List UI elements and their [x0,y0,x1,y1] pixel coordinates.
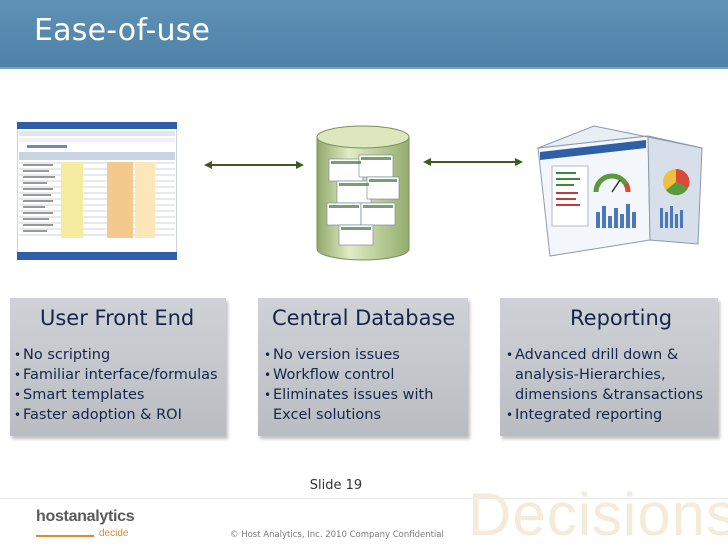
list-item: •Eliminates issues with [264,387,434,403]
bullet-icon: • [14,348,22,362]
copyright-notice: © Host Analytics, Inc. 2010 Company Conf… [230,530,444,540]
list-item: dimensions &transactions [515,387,704,403]
list-item: •No version issues [264,347,400,363]
slide-title: Ease-of-use [34,13,211,48]
bullet-icon: • [506,348,514,362]
bullet-icon: • [264,348,272,362]
bullet-icon: • [14,408,22,422]
logo-tagline: decide [99,528,129,539]
panel-title: User Front End [40,306,195,330]
bullet-icon: • [264,388,272,402]
slide-number: Slide 19 [309,478,363,493]
decisions-watermark: Decisions [468,481,728,548]
list-item: •No scripting [14,347,111,363]
bullet-icon: • [506,408,514,422]
bullet-icon: • [264,368,272,382]
double-arrow-icon [204,161,304,169]
list-item: analysis-Hierarchies, [515,367,666,383]
company-logo: hostanalytics [36,508,135,525]
bullet-list: •Advanced drill down & analysis-Hierarch… [506,345,703,425]
panel-title: Central Database [272,306,456,330]
spreadsheet-screenshot-icon [17,122,177,260]
reporting-panel: Reporting •Advanced drill down & analysi… [500,298,718,436]
list-item: •Faster adoption & ROI [14,407,182,423]
list-item: •Advanced drill down & [506,347,679,363]
dashboard-cube-icon [537,125,703,257]
logo-underline [36,535,94,537]
list-item: Excel solutions [273,407,381,423]
list-item: •Smart templates [14,387,145,403]
title-bar: Ease-of-use [0,0,728,69]
central-database-panel: Central Database •No version issues •Wor… [258,298,468,436]
list-item: •Integrated reporting [506,407,663,423]
list-item: •Familiar interface/formulas [14,367,218,383]
bullet-list: •No scripting •Familiar interface/formul… [14,345,218,425]
user-front-end-panel: User Front End •No scripting •Familiar i… [10,298,226,436]
database-cylinder-icon [316,125,410,261]
panel-title: Reporting [570,306,673,330]
footer-divider [0,498,728,499]
list-item: •Workflow control [264,367,395,383]
bullet-icon: • [14,368,22,382]
bullet-list: •No version issues •Workflow control •El… [264,345,433,425]
bullet-icon: • [14,388,22,402]
double-arrow-icon [423,158,523,166]
